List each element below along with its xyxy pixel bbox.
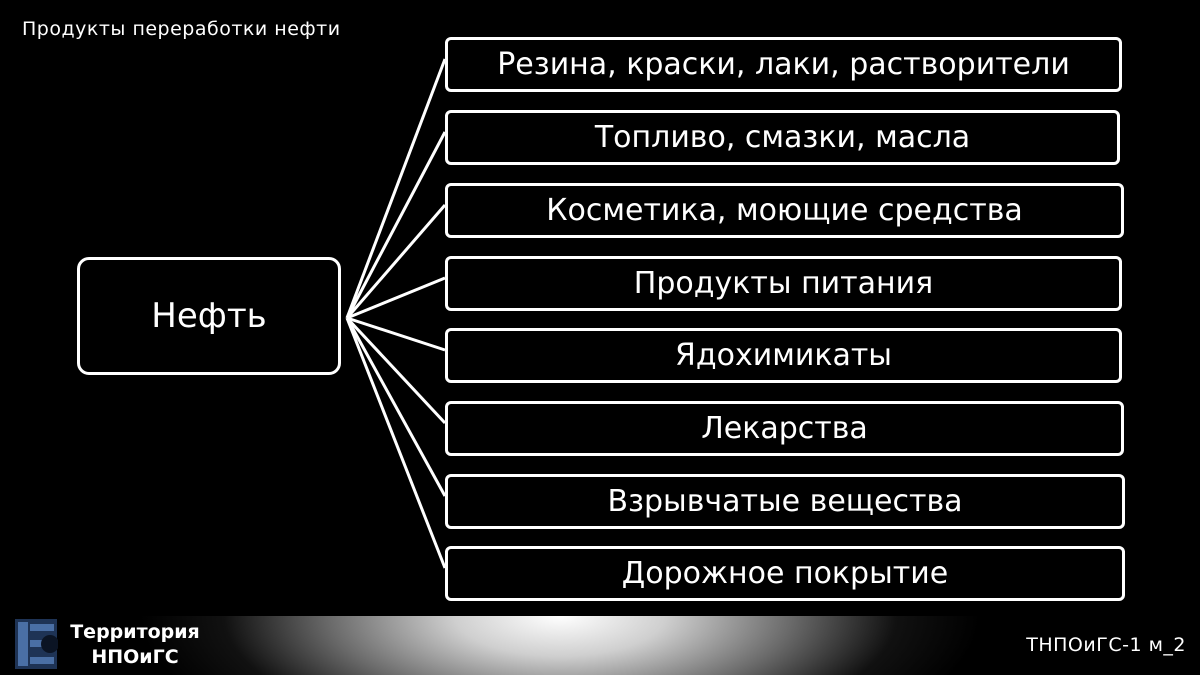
product-label-1: Топливо, смазки, масла [594, 120, 971, 155]
root-node-label: Нефть [151, 296, 267, 336]
product-box-6: Взрывчатые вещества [445, 474, 1125, 529]
product-box-2: Косметика, моющие средства [445, 183, 1124, 238]
product-box-0: Резина, краски, лаки, растворители [445, 37, 1122, 92]
product-label-0: Резина, краски, лаки, растворители [497, 47, 1070, 82]
connector-line-6 [345, 317, 447, 497]
brand-text: Территория НПОиГС [70, 620, 200, 670]
slide-code: ТНПОиГС-1 м_2 [1026, 634, 1186, 656]
connector-line-3 [346, 276, 446, 320]
footer-bar [0, 616, 1200, 675]
connector-line-5 [345, 316, 447, 425]
page-title: Продукты переработки нефти [22, 18, 341, 40]
npoigs-logo-icon [15, 619, 58, 669]
product-box-4: Ядохимикаты [445, 328, 1122, 383]
connector-line-4 [346, 316, 446, 352]
root-node-oil: Нефть [77, 257, 341, 375]
product-label-6: Взрывчатые вещества [607, 484, 963, 519]
product-box-3: Продукты питания [445, 256, 1122, 311]
product-label-7: Дорожное покрытие [621, 556, 949, 591]
product-box-7: Дорожное покрытие [445, 546, 1125, 601]
product-label-5: Лекарства [701, 411, 868, 446]
connector-line-7 [345, 317, 447, 569]
product-label-4: Ядохимикаты [675, 338, 892, 373]
product-box-5: Лекарства [445, 401, 1124, 456]
connector-line-0 [345, 58, 447, 319]
connector-line-2 [345, 204, 447, 319]
product-label-3: Продукты питания [633, 266, 934, 301]
product-label-2: Косметика, моющие средства [546, 193, 1023, 228]
brand-line-1: Территория [70, 621, 200, 643]
brand-line-2: НПОиГС [91, 646, 179, 668]
product-box-1: Топливо, смазки, масла [445, 110, 1120, 165]
connector-line-1 [345, 131, 447, 319]
